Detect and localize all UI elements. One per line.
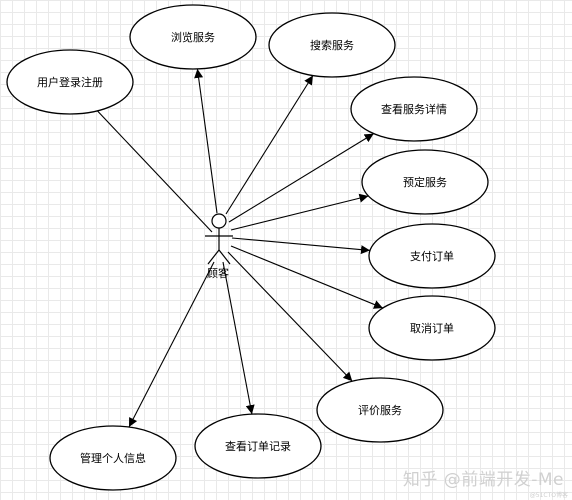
edge-to-detail	[228, 133, 374, 223]
edge-to-review	[227, 251, 353, 382]
actor-head	[211, 213, 227, 229]
edge-to-orders	[222, 261, 255, 415]
edge-to-search	[225, 75, 314, 215]
use-case-label: 支付订单	[410, 250, 454, 263]
use-case-book: 预定服务	[361, 149, 489, 215]
edge-to-profile	[128, 261, 215, 428]
actor-right-leg	[218, 249, 231, 265]
watermark-sub: @51CTO博客	[529, 492, 568, 499]
edge-to-cancel	[230, 245, 384, 309]
use-case-cancel: 取消订单	[368, 295, 496, 361]
use-case-ellipse	[194, 413, 322, 479]
use-case-profile: 管理个人信息	[49, 425, 177, 491]
use-case-ellipse	[6, 49, 134, 115]
use-case-label: 查看服务详情	[381, 102, 447, 116]
edge-to-browse	[194, 68, 218, 214]
actor-left-leg	[207, 249, 220, 265]
use-case-browse: 浏览服务	[129, 4, 257, 70]
edge-to-pay	[231, 237, 371, 255]
use-case-ellipse	[350, 76, 478, 142]
edge-to-book	[230, 193, 369, 231]
use-case-ellipse	[368, 295, 496, 361]
use-case-detail: 查看服务详情	[350, 76, 478, 142]
use-case-pay: 支付订单	[368, 223, 496, 289]
watermark: 知乎 @前端开发-Me	[402, 470, 564, 490]
edge-to-register	[96, 110, 213, 233]
use-cases-layer: 用户登录注册 浏览服务搜索服务查看服务详情预定服务支付订单取消订单评价服务查看订单…	[6, 4, 496, 491]
use-case-ellipse	[316, 377, 444, 443]
use-case-label: 评价服务	[358, 404, 402, 417]
use-case-label: 预定服务	[403, 175, 447, 189]
use-case-label: 搜索服务	[310, 38, 354, 52]
actor-label: 顾客	[207, 266, 229, 280]
use-case-register: 用户登录注册	[6, 49, 134, 115]
use-case-label: 取消订单	[410, 321, 454, 335]
use-case-ellipse	[129, 4, 257, 70]
use-case-review: 评价服务	[316, 377, 444, 443]
use-case-label: 查看订单记录	[225, 439, 291, 453]
use-case-search: 搜索服务	[268, 12, 396, 78]
use-case-label: 浏览服务	[171, 30, 215, 44]
use-case-ellipse	[368, 223, 496, 289]
use-case-label: 管理个人信息	[80, 451, 146, 465]
use-case-ellipse	[361, 149, 489, 215]
use-case-ellipse	[49, 425, 177, 491]
edges-layer	[96, 68, 384, 428]
actor-customer: 顾客	[205, 213, 233, 280]
use-case-ellipse	[268, 12, 396, 78]
use-case-orders: 查看订单记录	[194, 413, 322, 479]
use-case-label: 用户登录注册	[37, 75, 103, 89]
